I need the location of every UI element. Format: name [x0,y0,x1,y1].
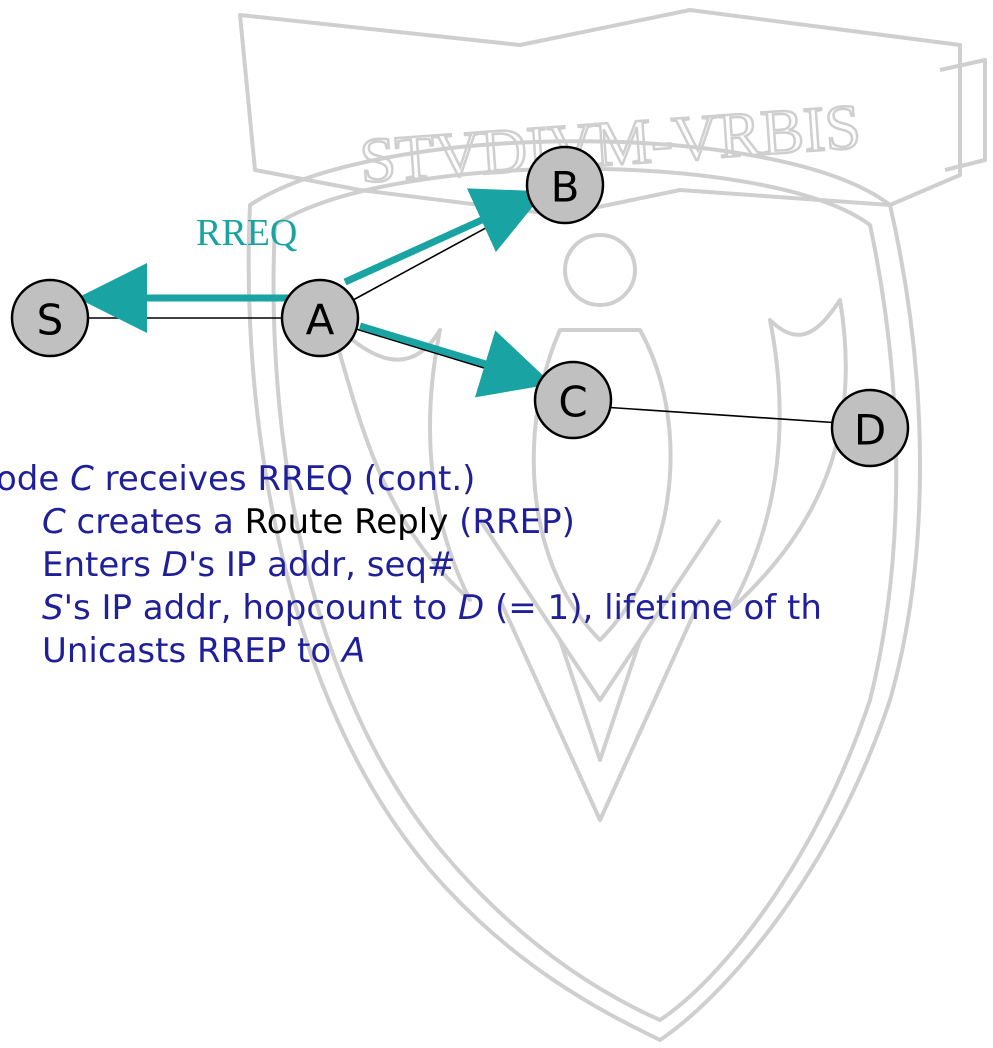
text-line-2: C creates a Route Reply (RREP) [42,501,575,544]
text-line-4-part1: 's IP addr, hopcount to [63,588,458,628]
rreq-arrow-to-c [358,322,553,398]
text-line-2-mid: creates a [65,502,245,542]
text-line-4-node-d: D [458,588,485,628]
text-line-5-node: A [341,631,366,671]
rreq-arrow-to-b [343,188,546,286]
text-line-1: ode C receives RREQ (cont.) [0,458,475,501]
text-line-3-suffix: 's IP addr, seq# [187,545,456,585]
link-a-c [319,317,574,396]
node-b-label: B [551,163,580,212]
text-line-5-prefix: Unicasts RREP to [42,631,342,671]
text-line-1-rest: receives RREQ (cont.) [93,459,476,499]
text-line-2-node: C [42,502,66,542]
seal-banner [238,8,962,217]
seal-eagle-tail [558,639,642,762]
seal-eagle-head [563,233,637,307]
node-c-label: C [558,378,587,427]
text-line-1-prefix: ode [0,459,71,499]
node-d: D [830,388,910,468]
text-line-4-node-s: S [42,588,64,628]
node-s-label: S [37,296,64,345]
network-diagram: RREQ S A B C D [10,145,910,468]
seal-left-wing [328,318,472,602]
text-line-2-route-reply: Route Reply [244,502,449,542]
text-line-5: Unicasts RREP to A [42,630,365,673]
node-d-label: D [854,406,886,455]
seal-shield-outline [246,139,922,1042]
seal-eagle-body [531,328,673,642]
link-c-d [572,404,871,426]
text-line-2-rrep: (RREP) [448,502,575,542]
node-a: A [280,278,360,358]
link-a-b [319,184,566,319]
seal-banner-scroll [939,58,987,172]
rreq-label: RREQ [196,212,297,254]
text-line-4-part2: (= 1), lifetime of th [484,588,822,628]
node-c: C [533,360,613,440]
node-a-label: A [306,296,335,345]
text-line-3-prefix: Enters [42,545,162,585]
text-line-3-node: D [161,545,188,585]
seal-shield-inner [271,166,899,1022]
node-s: S [10,278,90,358]
text-line-4: S's IP addr, hopcount to D (= 1), lifeti… [42,587,822,630]
text-line-1-node: C [70,459,94,499]
node-b: B [525,145,605,225]
text-line-3: Enters D's IP addr, seq# [42,544,455,587]
